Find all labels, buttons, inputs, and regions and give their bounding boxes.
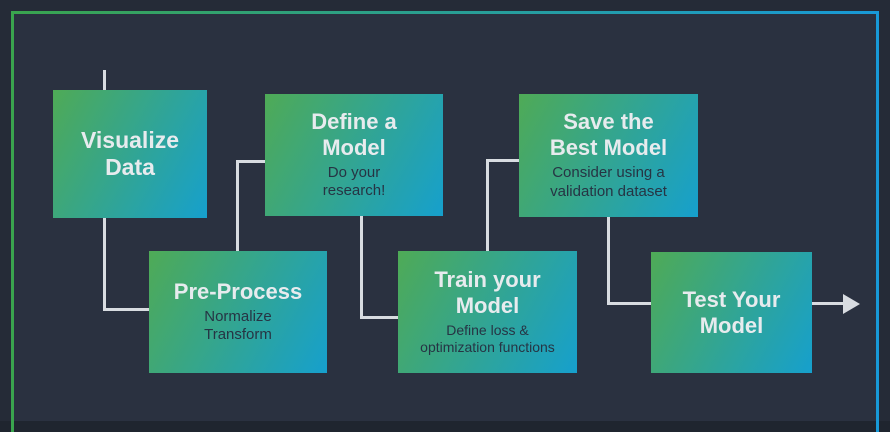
frame-border-right [876,11,879,432]
step-title: Save the Best Model [549,109,668,161]
connector-save-to-test-vertical [607,217,610,305]
outer-margin-top [0,0,890,11]
step-box-save-the-best-model: Save the Best Model Consider using a val… [519,94,698,217]
step-box-define-a-model: Define a Model Do your research! [265,94,443,216]
frame-border-left [11,11,14,432]
connector-define-to-train-vertical [360,216,363,319]
outer-margin-left [0,0,11,432]
connector-visualize-to-preprocess-vertical [103,218,106,311]
step-title: Visualize Data [80,126,180,180]
connector-define-to-train-horizontal [360,316,398,319]
connector-incoming-stub [103,70,106,90]
step-title: Pre-Process [173,278,303,304]
step-subtitle: Consider using a validation dataset [550,164,667,200]
step-title: Test Your Model [682,286,781,338]
connector-train-to-save-vertical [486,159,489,251]
step-subtitle: Normalize Transform [204,307,272,344]
step-title: Define a Model [311,108,397,160]
connector-save-to-test-horizontal [607,302,651,305]
step-box-train-your-model: Train your Model Define loss & optimizat… [398,251,577,373]
step-box-visualize-data: Visualize Data [53,90,207,218]
connector-preprocess-to-define-horizontal [236,160,265,163]
frame-border-top [11,11,879,14]
connector-train-to-save-horizontal [486,159,519,162]
outer-margin-right [879,0,890,432]
connector-outgoing-line [812,302,844,305]
bottom-dark-strip [0,421,890,432]
connector-preprocess-to-define-vertical [236,160,239,251]
step-title: Train your Model [434,267,541,318]
step-subtitle: Do your research! [322,163,386,200]
step-box-test-your-model: Test Your Model [651,252,812,373]
connector-visualize-to-preprocess-horizontal [103,308,149,311]
step-subtitle: Define loss & optimization functions [420,321,555,356]
arrowhead-icon [843,294,860,314]
step-box-pre-process: Pre-Process Normalize Transform [149,251,327,373]
